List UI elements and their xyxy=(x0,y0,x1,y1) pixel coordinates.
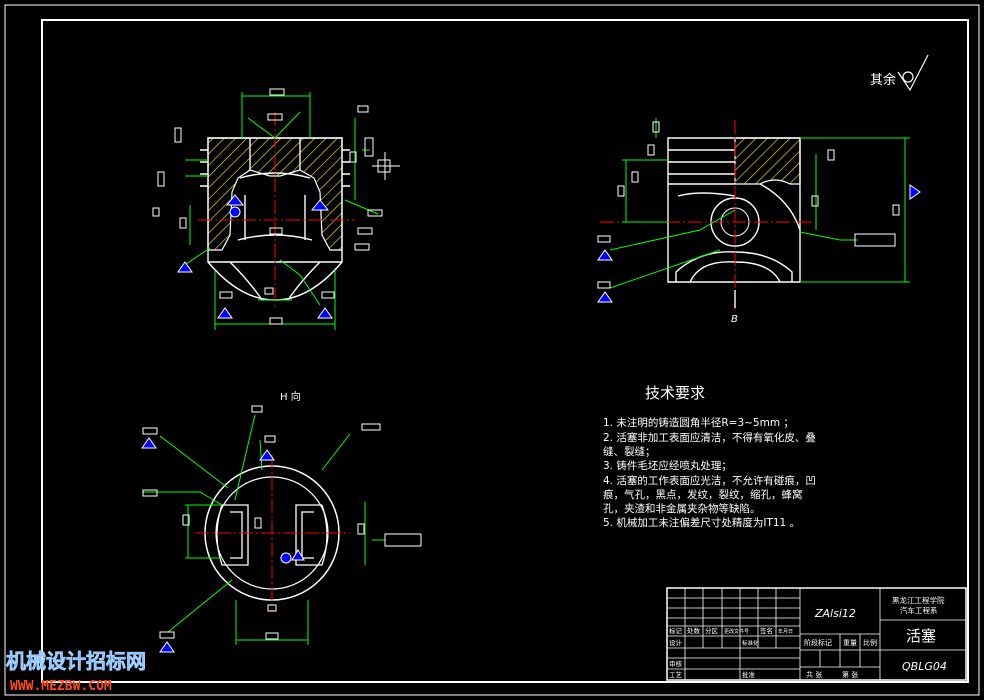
tb-row-gengai: 更改文件号 xyxy=(724,628,749,635)
tb-row-biaoji: 标记 xyxy=(669,626,683,635)
surface-finish-note: 其余 xyxy=(870,54,929,92)
tech-req-line-1: 1. 未注明的铸造圆角半径R=3~5mm ； xyxy=(603,416,794,429)
tech-requirements: 技术要求 1. 未注明的铸造圆角半径R=3~5mm ； 2. 活塞非加工表面应清… xyxy=(603,384,816,529)
title-department: 汽车工程系 xyxy=(900,605,938,615)
tb-row-shenhe: 审核 xyxy=(669,659,683,668)
title-stage-label: 阶段标记 xyxy=(804,638,832,647)
roughness-symbol xyxy=(897,54,929,92)
tech-req-line-3: 缝、裂缝； xyxy=(603,445,656,458)
watermark-line1: 机械设计招标网 xyxy=(6,649,146,673)
dimension-tags-side xyxy=(597,121,900,289)
sheet-outer-frame xyxy=(4,4,980,696)
tb-row-gongyi: 工艺 xyxy=(669,671,683,679)
dimension-tags-front xyxy=(152,88,383,325)
title-school: 黑龙江工程学院 xyxy=(892,595,945,605)
title-weight-label: 重量 xyxy=(843,639,857,647)
title-material: ZAlsi12 xyxy=(814,607,856,620)
hatch-right-wall xyxy=(299,137,343,251)
tb-row-qianming: 签名 xyxy=(760,626,773,635)
tech-req-line-4: 3. 铸件毛坯应经喷丸处理； xyxy=(603,459,732,472)
datum-crosshair xyxy=(372,152,400,180)
section-view-front xyxy=(152,88,400,330)
tech-requirements-list: 1. 未注明的铸造圆角半径R=3~5mm ； 2. 活塞非加工表面应清洁，不得有… xyxy=(603,416,816,529)
watermark-line2: WWW.MEZBW.COM xyxy=(10,679,112,694)
title-block: ZAlsi12 黑龙江工程学院 汽车工程系 活塞 QBLG04 阶段标记 重量 … xyxy=(666,587,967,681)
dimension-tags-h xyxy=(142,405,422,640)
tech-req-line-6: 痕，气孔，黑点，发纹，裂纹，缩孔，蜂窝 xyxy=(603,488,803,501)
title-drawing-number: QBLG04 xyxy=(902,660,947,673)
tech-req-line-2: 2. 活塞非加工表面应清洁，不得有氧化皮、叠 xyxy=(603,431,816,444)
view-marker-b: B xyxy=(731,314,738,325)
title-sheet-total: 共 张 xyxy=(806,670,822,679)
title-scale-label: 比例 xyxy=(863,638,877,647)
tech-req-line-8: 5. 机械加工未注偏差尺寸处精度为IT11 。 xyxy=(603,516,800,529)
tech-req-line-7: 孔，夹渣和非金属夹杂物等缺陷。 xyxy=(603,502,761,515)
tech-req-line-5: 4. 活塞的工作表面应光洁，不允许有碰痕，凹 xyxy=(603,474,816,487)
hatch-side-crown xyxy=(734,137,801,185)
tech-requirements-title: 技术要求 xyxy=(645,384,705,402)
watermark: 机械设计招标网 WWW.MEZBW.COM xyxy=(6,649,147,694)
tb-row-nianyueri: 年月日 xyxy=(778,628,793,635)
datum-marks-front xyxy=(177,194,333,319)
tb-row-sheji: 设计 xyxy=(669,638,683,647)
hatch-left-wall xyxy=(207,137,251,251)
h-view-label: H 向 xyxy=(280,390,301,403)
tb-row-fenqu: 分区 xyxy=(705,626,719,635)
title-sheet-no: 第 张 xyxy=(842,670,858,679)
surface-finish-label: 其余 xyxy=(870,72,896,88)
h-view: H 向 xyxy=(141,390,422,653)
side-view: B xyxy=(597,118,921,325)
tb-row-pizhun: 批准 xyxy=(742,670,756,679)
tb-row-chushu: 处数 xyxy=(687,626,701,635)
title-part-name: 活塞 xyxy=(906,627,936,645)
sheet-inner-frame xyxy=(41,19,969,683)
tb-row-biaozhunhua: 标准化 xyxy=(742,639,759,647)
